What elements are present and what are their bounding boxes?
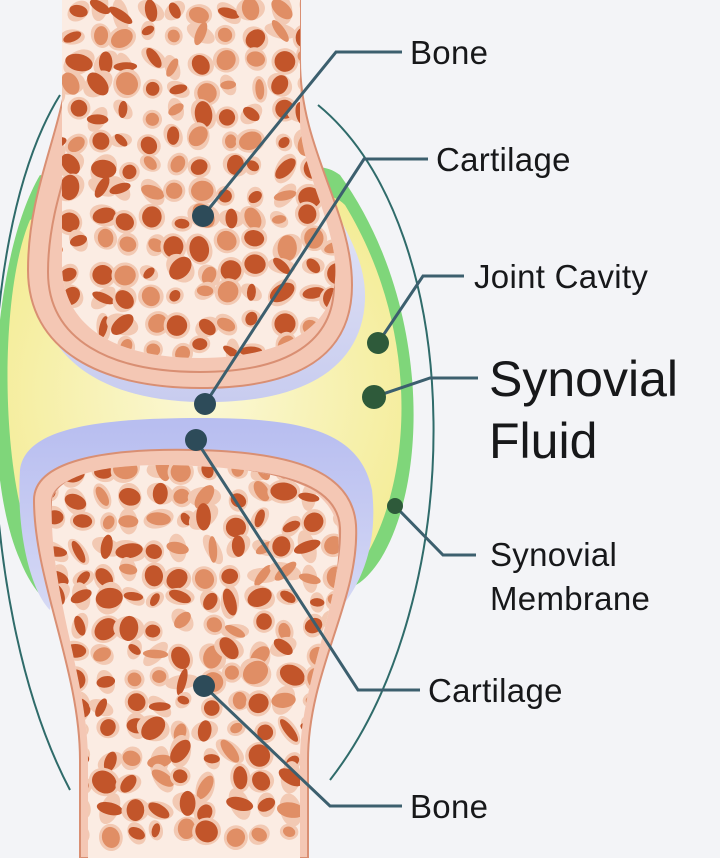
label-bone-bottom: Bone <box>410 790 488 823</box>
label-synovial-membrane: Synovial Membrane <box>490 533 650 621</box>
marker-synovial-membrane <box>387 498 403 514</box>
label-joint-cavity: Joint Cavity <box>474 260 648 293</box>
marker-joint-cavity <box>367 332 389 354</box>
marker-bone-top <box>192 205 214 227</box>
leader-synovial-membrane <box>395 506 476 555</box>
label-cartilage-top: Cartilage <box>436 143 571 176</box>
marker-synovial-fluid <box>362 385 386 409</box>
marker-cartilage-bottom <box>185 429 207 451</box>
marker-cartilage-top <box>194 393 216 415</box>
label-synovial-fluid-line1: Synovial <box>489 348 678 410</box>
label-synovial-fluid: Synovial Fluid <box>489 348 678 472</box>
label-synovial-membrane-line2: Membrane <box>490 577 650 621</box>
label-synovial-fluid-line2: Fluid <box>489 410 678 472</box>
label-cartilage-bottom: Cartilage <box>428 674 563 707</box>
label-synovial-membrane-line1: Synovial <box>490 533 650 577</box>
marker-bone-bottom <box>193 675 215 697</box>
label-bone-top: Bone <box>410 36 488 69</box>
